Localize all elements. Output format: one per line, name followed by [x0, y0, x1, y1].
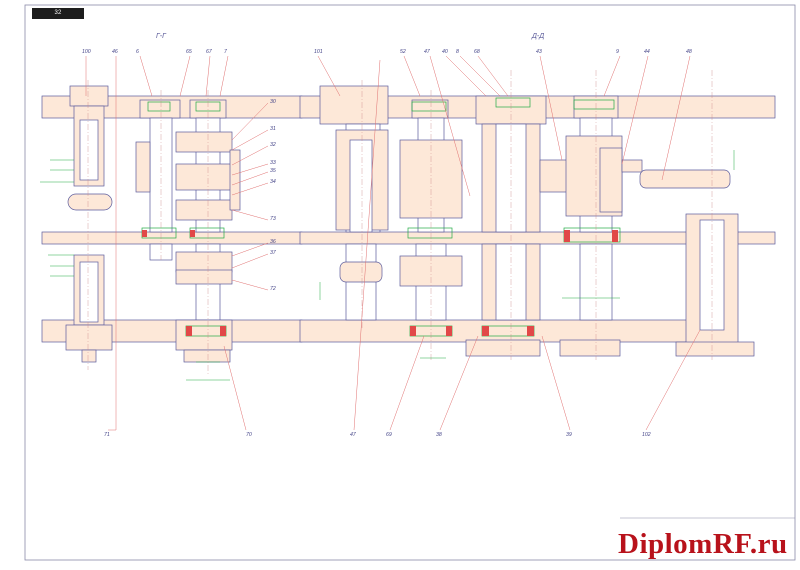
callout-top-1: 46 — [112, 49, 118, 55]
right-bearings — [407, 97, 621, 337]
callout-top-3: 65 — [186, 49, 192, 55]
callout-top-6: 101 — [314, 49, 323, 55]
callout-top-5: 7 — [224, 49, 228, 55]
callout-top-7: 52 — [400, 49, 406, 55]
callout-top-4: 67 — [206, 49, 213, 55]
callout-top-10: 8 — [456, 49, 459, 55]
sheet-frame — [24, 4, 796, 561]
callout-right-2: 32 — [270, 142, 276, 148]
center-lines — [87, 70, 713, 375]
callout-top-0: 100 — [82, 49, 91, 55]
callout-top-13: 9 — [616, 49, 619, 55]
section-label-left: Г-Г — [156, 33, 166, 40]
callout-right-6: 73 — [270, 216, 276, 222]
callout-top-9: 40 — [442, 49, 448, 55]
right-view — [319, 85, 755, 357]
callout-right-3: 33 — [270, 160, 276, 166]
callout-bottom-4: 38 — [436, 432, 442, 438]
callout-right-8: 37 — [270, 250, 277, 256]
callout-top-15: 48 — [686, 49, 692, 55]
leader-lines — [85, 55, 701, 431]
callout-top-12: 43 — [536, 49, 542, 55]
left-view — [65, 85, 241, 363]
callout-bottom-6: 102 — [642, 432, 651, 438]
callout-bottom-1: 70 — [246, 432, 252, 438]
left-bearing-seals — [142, 230, 226, 336]
right-bearing-seals — [410, 230, 618, 336]
callout-labels: 100 46 6 65 67 7 101 52 47 40 8 68 43 9 44 48 30 31 32 33 35… — [82, 49, 692, 438]
watermark-logo: DiplomRF.ru — [618, 528, 788, 560]
title-stamp: 32 ХХХХХХХХ.ВО — [32, 8, 84, 27]
callout-bottom-3: 69 — [386, 432, 392, 438]
callout-right-9: 72 — [270, 286, 276, 292]
left-dimensions — [40, 159, 230, 381]
callout-top-2: 6 — [136, 49, 139, 55]
callout-top-11: 68 — [474, 49, 480, 55]
callout-right-5: 34 — [270, 179, 276, 185]
callout-bottom-2: 47 — [350, 432, 357, 438]
right-dimensions — [319, 150, 735, 359]
callout-bottom-0: 71 — [104, 432, 110, 438]
callout-bottom-5: 39 — [566, 432, 572, 438]
callout-right-7: 36 — [270, 239, 276, 245]
callout-top-14: 44 — [644, 49, 650, 55]
callout-right-0: 30 — [270, 99, 276, 105]
section-label-right: Д-Д — [532, 33, 545, 40]
callout-right-4: 35 — [270, 168, 276, 174]
callout-right-1: 31 — [270, 126, 276, 132]
callout-top-8: 47 — [424, 49, 431, 55]
